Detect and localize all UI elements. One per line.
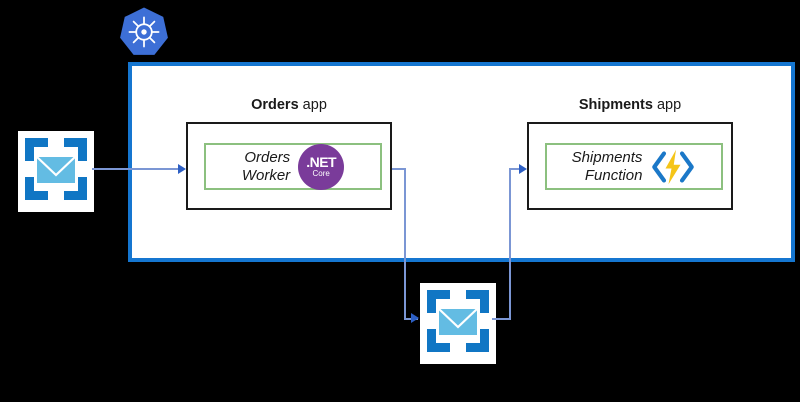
connector-inbound-queue-to-orders bbox=[92, 168, 184, 170]
azure-functions-logo-icon bbox=[650, 146, 696, 188]
service-bus-queue-icon bbox=[427, 290, 489, 352]
orders-app-title-rest: app bbox=[298, 97, 327, 113]
kubernetes-logo-icon bbox=[118, 6, 170, 58]
inbound-queue-icon[interactable] bbox=[18, 131, 94, 212]
dotnet-logo-primary-text: .NET bbox=[306, 154, 337, 170]
arrow-queue-to-shipments bbox=[519, 164, 527, 174]
connector-queue-to-shipments-vertical bbox=[509, 168, 511, 319]
orders-app-title: Orders app bbox=[186, 97, 392, 113]
orders-worker-container[interactable]: Orders Worker .NET Core bbox=[204, 143, 382, 190]
connector-queue-to-shipments-bottom bbox=[492, 318, 511, 320]
connector-orders-to-queue-top bbox=[392, 168, 406, 170]
arrow-inbound-queue-to-orders bbox=[178, 164, 186, 174]
service-bus-queue-icon bbox=[25, 138, 87, 200]
shipments-app-title-rest: app bbox=[652, 97, 682, 113]
connector-queue-to-shipments-top bbox=[509, 168, 523, 170]
connector-orders-to-queue-vertical bbox=[404, 168, 406, 319]
shipments-app-group: Shipments app Shipments Function bbox=[527, 97, 733, 210]
orders-to-shipments-queue-icon[interactable] bbox=[420, 283, 496, 364]
shipments-function-label: Shipments Function bbox=[571, 148, 643, 184]
shipments-app-title: Shipments app bbox=[527, 97, 733, 113]
orders-app-group: Orders app Orders Worker .NET Core bbox=[186, 97, 392, 210]
orders-worker-label: Orders Worker bbox=[241, 148, 291, 184]
shipments-function-container[interactable]: Shipments Function bbox=[545, 143, 723, 190]
dotnet-logo-secondary-text: Core bbox=[312, 169, 330, 178]
shipments-app-title-bold: Shipments bbox=[578, 97, 653, 113]
orders-app-title-bold: Orders bbox=[251, 97, 299, 113]
dotnet-core-logo-icon: .NET Core bbox=[298, 143, 345, 190]
arrow-orders-to-queue bbox=[411, 313, 419, 323]
